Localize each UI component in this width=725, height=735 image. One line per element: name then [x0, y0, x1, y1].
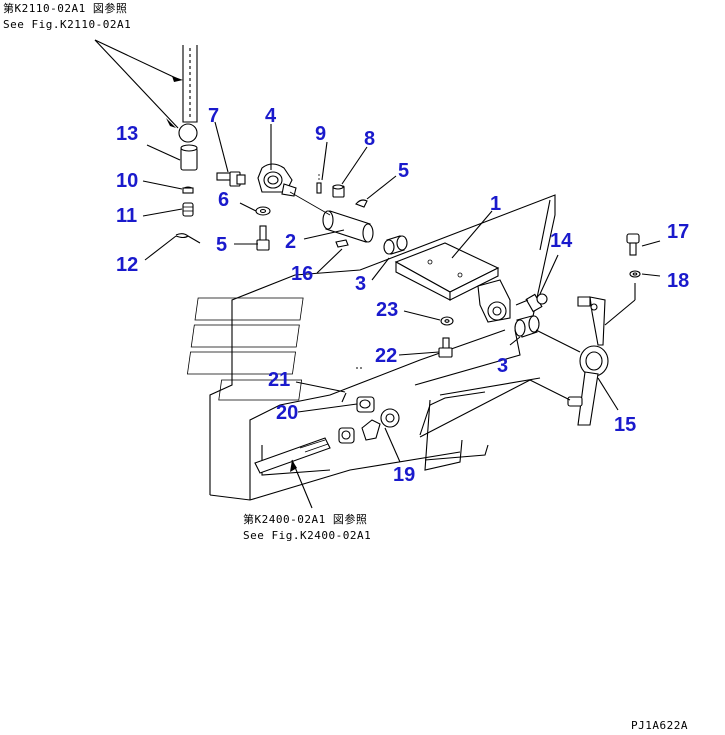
callout-4: 4	[265, 105, 277, 127]
bushing-part-3-upper	[383, 235, 408, 255]
callout-1: 1	[490, 193, 501, 215]
callout-7: 6	[218, 189, 229, 211]
callout-9: 8	[364, 128, 375, 150]
callout-12: 11	[116, 205, 137, 227]
callout-10: 9	[315, 123, 326, 145]
bolt-part-23	[438, 337, 453, 358]
callout-20: 19	[393, 464, 415, 486]
bolt-part-6	[256, 225, 270, 251]
pin-part-10	[316, 174, 322, 194]
callout-3-upper: 3	[355, 273, 366, 295]
background-frame-outline	[186, 194, 556, 501]
callout-11: 10	[116, 170, 138, 192]
nut-part-21	[338, 396, 375, 444]
reference-note-top-jp: 第K2110-02A1 図参照	[3, 2, 128, 15]
washer-part-7	[255, 206, 271, 216]
upper-rod-assembly	[94, 39, 198, 143]
reference-note-bottom-jp: 第K2400-02A1 図参照	[243, 513, 368, 526]
callout-21: 20	[276, 402, 298, 424]
fitting-part-15	[515, 293, 548, 313]
callout-22: 21	[268, 369, 290, 391]
callout-2: 2	[285, 231, 296, 253]
lever-part-16	[419, 296, 609, 438]
callout-8: 7	[208, 105, 219, 127]
drawing-code: PJ1A622A	[631, 719, 688, 732]
callout-24: 23	[376, 299, 398, 321]
clamp-part-4	[257, 163, 297, 197]
callout-16: 15	[614, 414, 636, 436]
washer-part-24	[440, 316, 454, 326]
callout-15: 14	[550, 230, 573, 252]
callout-23: 22	[375, 345, 397, 367]
lower-rod-reference	[254, 437, 331, 509]
callout-labels: 13 10 11 12 7 4 6 5 9 8 5 2 16 3 1 14 17…	[116, 105, 689, 486]
callout-6: 5	[216, 234, 227, 256]
callout-17: 16	[291, 263, 313, 285]
key-part-5	[355, 199, 368, 208]
reference-note-top-en: See Fig.K2110-02A1	[3, 18, 132, 31]
callout-13: 12	[116, 254, 138, 276]
washer-part-19	[629, 270, 641, 278]
shaft-part-2	[289, 191, 374, 243]
callout-19: 18	[667, 270, 689, 292]
callout-3-lower: 3	[497, 355, 508, 377]
callout-14: 13	[116, 123, 138, 145]
bolt-part-18	[626, 233, 640, 256]
callout-18: 17	[667, 221, 689, 243]
leader-lines	[142, 121, 661, 463]
cotter-pin-part-13	[175, 233, 201, 244]
callout-5: 5	[398, 160, 409, 182]
pin-part-22	[341, 367, 362, 403]
plate-bracket-part-1	[394, 242, 511, 323]
bushing-part-3-lower	[514, 315, 540, 338]
pin-part-12	[182, 202, 194, 217]
reference-note-bottom-en: See Fig.K2400-02A1	[243, 529, 372, 542]
nut-part-9	[332, 184, 345, 198]
washer-part-11	[182, 186, 194, 194]
stud-part-8	[216, 171, 246, 187]
sleeve-part-14	[180, 144, 198, 171]
key-part-17	[335, 239, 349, 248]
rod-end-part-20	[361, 408, 400, 441]
